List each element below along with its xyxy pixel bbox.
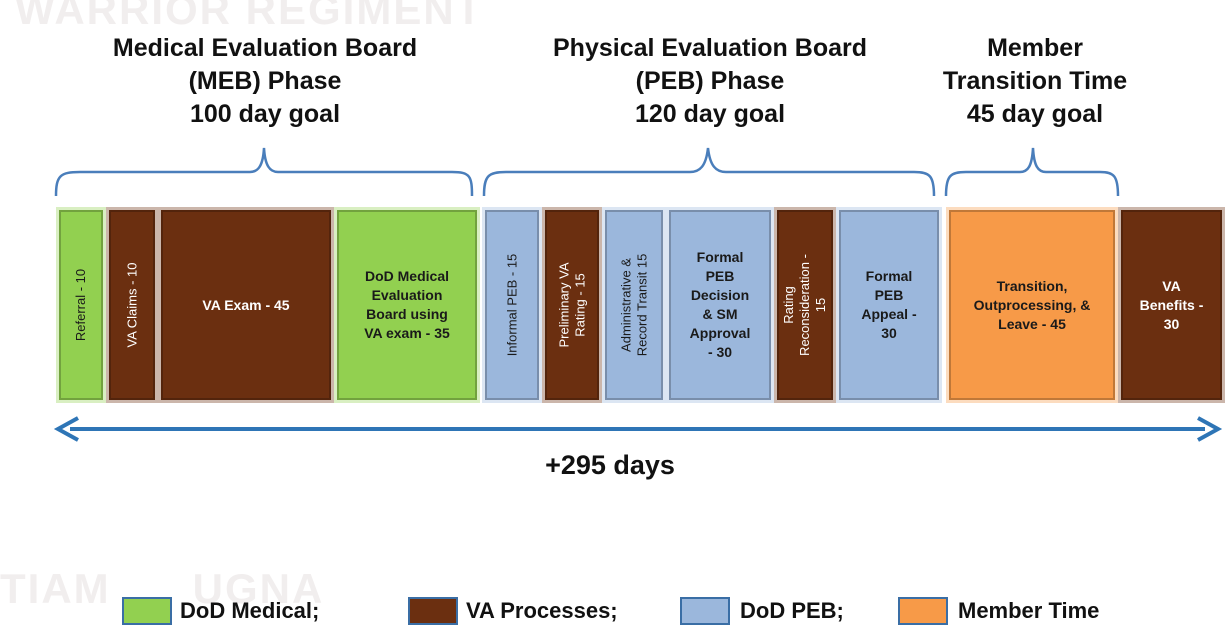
label-line: Rating	[781, 286, 797, 324]
block-admin-record-transit: Administrative & Record Transit 15	[602, 207, 666, 403]
label-line: 30	[1163, 315, 1180, 332]
phase-title-line: (PEB) Phase	[635, 67, 785, 95]
label-line: 30	[881, 325, 897, 341]
phase-title-line: (MEB) Phase	[188, 67, 342, 95]
block-rating-reconsideration: Rating Reconsideration - 15	[774, 207, 836, 403]
block-va-exam: VA Exam - 45	[158, 207, 334, 403]
legend-label-dod-peb: DoD PEB;	[740, 598, 844, 623]
block-va-benefits: VA Benefits - 30	[1118, 207, 1225, 403]
block-label: DoD Medical Evaluation Board using VA ex…	[364, 267, 450, 343]
block-label: VA Benefits - 30	[1140, 277, 1204, 334]
phase-title-line: 120 day goal	[634, 100, 786, 128]
label-line: Formal	[696, 249, 744, 265]
label-line: Reconsideration -	[797, 254, 813, 356]
legend-swatch-dod-medical	[122, 597, 172, 625]
label-line: Record Transit 15	[634, 253, 650, 357]
block-label: Informal PEB - 15	[504, 253, 520, 357]
block-informal-peb: Informal PEB - 15	[482, 207, 542, 403]
legend-swatch-member-time	[898, 597, 948, 625]
block-label: Rating Reconsideration - 15	[781, 254, 829, 356]
brace-meb	[54, 147, 474, 197]
phase-title-meb: Medical Evaluation Board (MEB) Phase 100…	[60, 32, 470, 131]
label-line: Preliminary VA	[556, 262, 572, 348]
legend-label-member-time: Member Time	[958, 598, 1100, 623]
label-line: Transition,	[996, 277, 1068, 294]
label-line: DoD Medical	[364, 268, 449, 284]
phase-title-member-transition: Member Transition Time 45 day goal	[925, 32, 1145, 131]
block-va-claims: VA Claims - 10	[106, 207, 158, 403]
block-label: Referral - 10	[73, 268, 88, 342]
label-line: Formal	[865, 268, 913, 284]
block-preliminary-va-rating: Preliminary VA Rating - 15	[542, 207, 602, 403]
block-label: Preliminary VA Rating - 15	[556, 262, 588, 347]
watermark-lettering: WARRIOR REGIMENT	[15, 0, 484, 33]
label-line: Decision	[690, 287, 750, 303]
block-label: VA Exam - 45	[202, 296, 290, 313]
phase-title-line: Transition Time	[942, 67, 1128, 95]
brace-peb	[482, 147, 936, 197]
block-formal-peb-appeal: Formal PEB Appeal - 30	[836, 207, 942, 403]
label-line: Rating - 15	[572, 273, 588, 337]
legend-label-dod-medical: DoD Medical;	[180, 598, 320, 623]
block-label: Formal PEB Decision & SM Approval - 30	[690, 248, 751, 362]
label-line: Evaluation	[371, 287, 443, 303]
phase-title-line: Medical Evaluation Board	[112, 34, 418, 62]
label-line: VA exam - 35	[364, 325, 450, 341]
timeline-double-arrow	[53, 416, 1223, 442]
brace-member	[944, 147, 1120, 197]
label-line: VA	[1162, 277, 1181, 294]
phase-title-line: Physical Evaluation Board	[553, 34, 867, 62]
block-label: Administrative & Record Transit 15	[618, 254, 650, 357]
phase-title-peb: Physical Evaluation Board (PEB) Phase 12…	[495, 32, 925, 131]
label-line: Benefits -	[1139, 296, 1204, 313]
label-line: Leave - 45	[998, 315, 1066, 332]
label-line: PEB	[874, 287, 904, 303]
block-label: Transition, Outprocessing, & Leave - 45	[974, 277, 1091, 334]
label-line: PEB	[705, 268, 735, 284]
block-referral: Referral - 10	[56, 207, 106, 403]
legend-swatch-va-processes	[408, 597, 458, 625]
label-line: Administrative &	[618, 258, 634, 352]
label-line: Appeal -	[861, 306, 917, 322]
legend-swatch-dod-peb	[680, 597, 730, 625]
arrow-head-left	[53, 416, 79, 442]
arrow-head-right	[1197, 416, 1223, 442]
block-dod-meb: DoD Medical Evaluation Board using VA ex…	[334, 207, 480, 403]
label-line: & SM	[702, 306, 738, 322]
label-line: 15	[813, 297, 829, 313]
label-line: Approval	[689, 325, 751, 341]
label-line: Outprocessing, &	[973, 296, 1091, 313]
legend-label-va-processes: VA Processes;	[466, 598, 618, 623]
block-label: VA Claims - 10	[124, 262, 140, 348]
block-transition: Transition, Outprocessing, & Leave - 45	[946, 207, 1118, 403]
label-line: - 30	[707, 344, 733, 360]
block-label: Formal PEB Appeal - 30	[861, 267, 916, 343]
phase-title-line: 45 day goal	[966, 100, 1104, 128]
phase-title-line: 100 day goal	[189, 100, 341, 128]
label-line: Board using	[366, 306, 448, 322]
total-days-label: +295 days	[545, 450, 675, 480]
phase-title-line: Member	[987, 34, 1083, 62]
block-formal-peb-decision: Formal PEB Decision & SM Approval - 30	[666, 207, 774, 403]
